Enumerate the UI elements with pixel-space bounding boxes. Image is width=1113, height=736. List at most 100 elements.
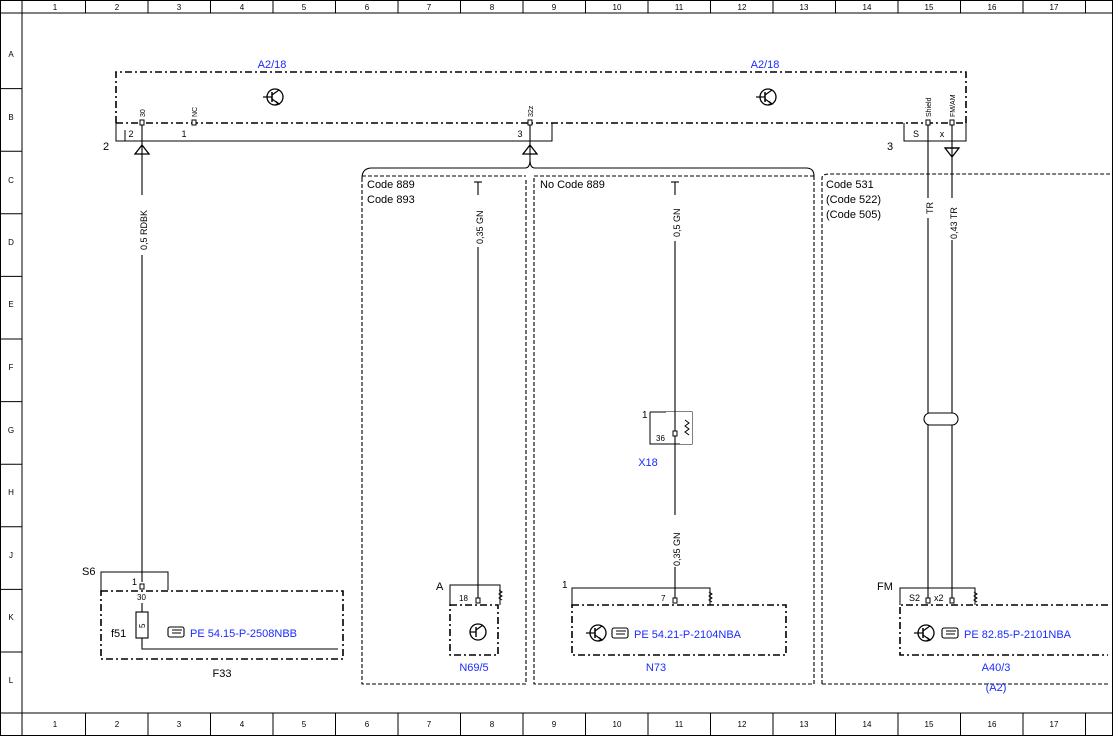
n69-5-connector-a: A (436, 581, 444, 593)
code-522-label: (Code 522) (826, 194, 881, 206)
module-n69-5: A 18 N69/5 (436, 581, 503, 674)
pin-32z-label: 32z (528, 105, 535, 117)
col-label: 16 (988, 720, 997, 729)
wire-antenna: TR 0,43 TR (922, 125, 961, 600)
transistor-icon (585, 624, 607, 642)
col-label: 14 (863, 720, 872, 729)
wire-label-tr: TR (925, 202, 935, 214)
transistor-icon (262, 88, 284, 106)
row-label: A (8, 50, 14, 59)
row-label: C (8, 176, 14, 185)
reference-hand-icon (941, 627, 959, 639)
module-label-a2-18-left: A2/18 (258, 59, 287, 71)
col-label: 11 (675, 720, 684, 729)
code-531-label: Code 531 (826, 179, 874, 191)
row-label: D (8, 238, 14, 247)
row-label: G (8, 426, 14, 435)
n69-5-pin-18: 18 (459, 594, 468, 603)
n69-5-label: N69/5 (459, 662, 488, 674)
col-label: 16 (988, 3, 997, 12)
n73-pin-7: 7 (661, 594, 666, 603)
wire-label-0-35-gn: 0,35 GN (475, 210, 485, 244)
a40-3-pin-s2: S2 (909, 593, 920, 603)
connector-3-label: 3 (887, 141, 893, 153)
region-no-code-889: No Code 889 (533, 175, 815, 685)
col-label: 2 (115, 3, 120, 12)
a40-3-pin-x2: x2 (934, 593, 944, 603)
col-label: 15 (925, 3, 934, 12)
f33-pin-30: 30 (137, 593, 146, 602)
row-label: E (8, 300, 13, 309)
col-label: 5 (302, 3, 307, 12)
pin-nc-label: NC (192, 107, 199, 117)
col-label: 2 (115, 720, 120, 729)
x18-pin-1: 1 (642, 410, 648, 421)
module-f33: S6 1 30 5 f51 PE 54.15-P-2508NBB F33 (82, 566, 344, 680)
wire-n73: 0,5 GN 0,35 GN (669, 181, 682, 600)
col-label: 10 (613, 720, 622, 729)
wire-n69-5: 0,35 GN (472, 181, 485, 600)
s6-pin-1: 1 (132, 577, 137, 587)
col-label: 7 (427, 720, 432, 729)
col-label: 3 (177, 720, 182, 729)
col-label: 5 (302, 720, 307, 729)
col-label: 14 (863, 3, 872, 12)
f51-label: f51 (111, 628, 126, 640)
region-code-889: Code 889 Code 893 (361, 175, 527, 685)
module-label-a2-18-right: A2/18 (751, 59, 780, 71)
module-a2-18: A2/18 A2/18 30 NC 32z Shield FM/AM 2 1 3… (103, 59, 967, 153)
col-label: 12 (738, 3, 747, 12)
row-label: B (8, 113, 13, 122)
col-label: 17 (1050, 720, 1059, 729)
col-label: 8 (490, 720, 495, 729)
col-label: 4 (240, 3, 245, 12)
wire-label-0-35-gn-lower: 0,35 GN (672, 532, 682, 566)
connector-pin-s: S (913, 129, 919, 139)
connector-pin-3: 3 (517, 129, 522, 139)
col-label: 11 (675, 3, 684, 12)
connector-pin-x: x (940, 129, 945, 139)
no-code-889-label: No Code 889 (540, 179, 605, 191)
col-label: 1 (53, 3, 58, 12)
wire-label-0-43-tr: 0,43 TR (949, 207, 959, 239)
fuse-5-label: 5 (138, 623, 147, 628)
col-label: 9 (552, 3, 557, 12)
col-label: 7 (427, 3, 432, 12)
region-code-531: Code 531 (Code 522) (Code 505) (821, 173, 1110, 685)
connector-2-label: 2 (103, 141, 109, 153)
wire-32z-trunk (361, 125, 815, 179)
col-label: 6 (365, 720, 370, 729)
n73-label: N73 (646, 662, 666, 674)
code-893-label: Code 893 (367, 194, 415, 206)
row-label: L (9, 676, 14, 685)
col-label: 10 (613, 3, 622, 12)
row-label: H (8, 488, 14, 497)
col-label: 12 (738, 720, 747, 729)
f33-label: F33 (213, 668, 232, 680)
a40-3-alt-label: (A2) (986, 682, 1007, 694)
reference-hand-icon (167, 626, 185, 638)
col-label: 3 (177, 3, 182, 12)
connector-pin-2: 2 (128, 129, 133, 139)
col-label: 9 (552, 720, 557, 729)
col-label: 4 (240, 720, 245, 729)
col-label: 8 (490, 3, 495, 12)
x18-pin-36: 36 (656, 434, 665, 443)
pin-fmam-label: FM/AM (950, 94, 957, 117)
transistor-icon (755, 88, 777, 106)
col-label: 1 (53, 720, 58, 729)
code-505-label: (Code 505) (826, 209, 881, 221)
col-label: 17 (1050, 3, 1059, 12)
a40-3-label: A40/3 (982, 662, 1011, 674)
s6-label: S6 (82, 566, 95, 578)
module-n73: 1 7 PE 54.21-P-2104NBA N73 (562, 580, 787, 674)
wire-label-0-5-gn: 0,5 GN (672, 208, 682, 237)
row-label: K (8, 613, 14, 622)
pin-30-label: 30 (140, 109, 147, 117)
transistor-icon (913, 624, 935, 642)
pin-shield-label: Shield (926, 97, 933, 117)
ref-link-54-21: PE 54.21-P-2104NBA (634, 629, 742, 641)
col-label: 15 (925, 720, 934, 729)
